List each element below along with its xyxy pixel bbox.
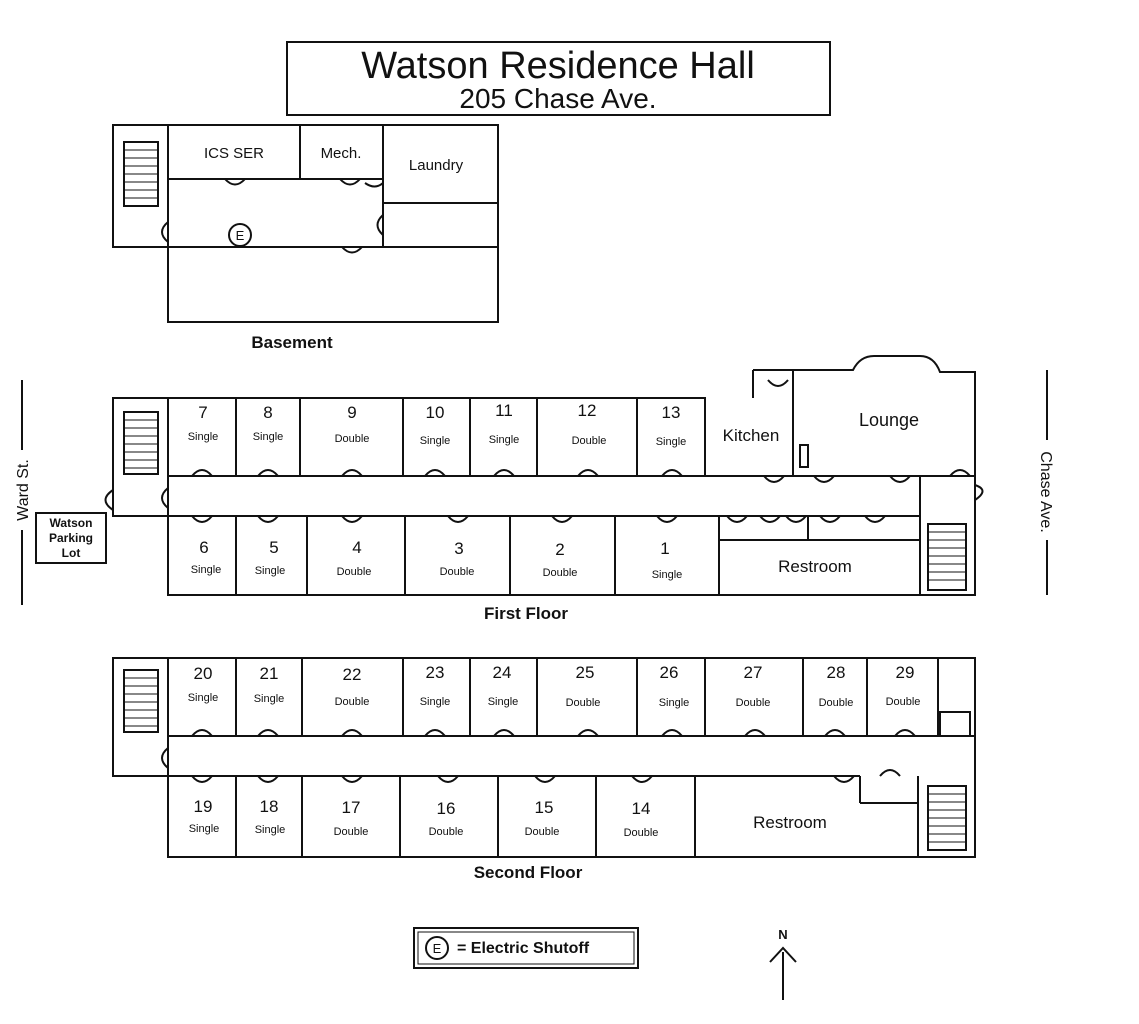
- room-type: Double: [335, 696, 370, 708]
- room-type: Single: [656, 436, 687, 448]
- room-number: 17: [342, 798, 361, 817]
- door-swing-icon: [376, 214, 384, 236]
- room-type: Single: [191, 564, 222, 576]
- room-type: Single: [254, 693, 285, 705]
- room-number: 7: [198, 403, 207, 422]
- parking-lot-label: Watson: [50, 516, 93, 530]
- stairs-icon: [123, 669, 159, 733]
- room-number: 20: [194, 664, 213, 683]
- room-number: 3: [454, 539, 463, 558]
- room-number: 24: [493, 663, 512, 682]
- room-label-restroom-2: Restroom: [753, 813, 827, 832]
- room-type: Double: [429, 826, 464, 838]
- room-number: 18: [260, 797, 279, 816]
- parking-lot-box: [35, 512, 107, 564]
- room-type: Single: [188, 431, 219, 443]
- room-type: Double: [337, 566, 372, 578]
- room-number: 27: [744, 663, 763, 682]
- room-type: Double: [525, 826, 560, 838]
- room-number: 29: [896, 663, 915, 682]
- legend-electric-shutoff-icon: [425, 936, 449, 960]
- room-number: 15: [535, 798, 554, 817]
- room-number: 11: [495, 401, 513, 420]
- parking-lot-label: Lot: [62, 546, 81, 560]
- room-type: Double: [543, 567, 578, 579]
- street-label-ward: Ward St.: [15, 459, 32, 521]
- room-type: Single: [255, 824, 286, 836]
- room-label-mech: Mech.: [321, 145, 362, 162]
- room-number: 28: [827, 663, 846, 682]
- north-arrow-icon: [769, 946, 797, 1000]
- title-box: [286, 41, 831, 116]
- room-type: Single: [255, 565, 286, 577]
- room-label-laundry: Laundry: [409, 157, 464, 174]
- room-type: Single: [489, 434, 520, 446]
- room-type: Double: [334, 826, 369, 838]
- floor-label-basement: Basement: [251, 333, 333, 352]
- room-number: 9: [347, 403, 356, 422]
- room-label-kitchen: Kitchen: [723, 426, 780, 445]
- room-number: 26: [660, 663, 679, 682]
- room-type: Double: [335, 433, 370, 445]
- door-swing-icon: [339, 178, 361, 186]
- door-swing-icon: [341, 246, 363, 254]
- room-type: Double: [624, 827, 659, 839]
- stairs-icon: [927, 523, 967, 591]
- room-type: Single: [189, 823, 220, 835]
- room-number: 22: [343, 665, 362, 684]
- door-swing-icon: [161, 221, 169, 243]
- door-swing-icon: [224, 178, 246, 186]
- room-type: Double: [819, 697, 854, 709]
- floor-label-second: Second Floor: [474, 863, 583, 882]
- room-number: 13: [662, 403, 681, 422]
- first-floor-plan: [104, 355, 984, 596]
- legend-box: [413, 927, 639, 969]
- page-title: Watson Residence Hall: [361, 45, 755, 87]
- room-number: 12: [578, 401, 597, 420]
- address: 205 Chase Ave.: [459, 83, 656, 114]
- room-number: 19: [194, 797, 213, 816]
- electric-shutoff-symbol: E: [236, 228, 245, 243]
- room-number: 25: [576, 663, 595, 682]
- street-label-chase: Chase Ave.: [1037, 451, 1054, 533]
- room-number: 1: [660, 539, 669, 558]
- room-number: 4: [352, 538, 361, 557]
- floor-label-first: First Floor: [484, 604, 568, 623]
- room-label-lounge: Lounge: [859, 410, 919, 430]
- room-number: 8: [263, 403, 272, 422]
- room-type: Single: [420, 435, 451, 447]
- parking-lot-label: Parking: [49, 531, 93, 545]
- room-number: 16: [437, 799, 456, 818]
- room-type: Double: [736, 697, 771, 709]
- room-type: Single: [659, 697, 690, 709]
- stairs-icon: [123, 411, 159, 475]
- compass-label: N: [778, 927, 787, 942]
- basement-plan: [112, 124, 499, 323]
- room-type: Single: [420, 696, 451, 708]
- room-number: 14: [632, 799, 651, 818]
- room-type: Single: [253, 431, 284, 443]
- electric-shutoff-icon: [228, 223, 252, 247]
- room-number: 5: [269, 538, 278, 557]
- room-type: Double: [886, 696, 921, 708]
- room-label-restroom: Restroom: [778, 557, 852, 576]
- room-number: 10: [426, 403, 445, 422]
- room-type: Single: [652, 569, 683, 581]
- room-number: 21: [260, 664, 279, 683]
- room-type: Double: [572, 435, 607, 447]
- room-type: Double: [566, 697, 601, 709]
- legend-symbol: E: [433, 941, 442, 956]
- legend-text: = Electric Shutoff: [457, 940, 590, 957]
- second-floor-plan: [112, 657, 976, 858]
- door-swing-icon: [364, 182, 384, 188]
- room-number: 2: [555, 540, 564, 559]
- room-label-ics-ser: ICS SER: [204, 145, 264, 162]
- room-number: 6: [199, 538, 208, 557]
- room-type: Single: [188, 692, 219, 704]
- room-type: Single: [488, 696, 519, 708]
- room-number: 23: [426, 663, 445, 682]
- room-type: Double: [440, 566, 475, 578]
